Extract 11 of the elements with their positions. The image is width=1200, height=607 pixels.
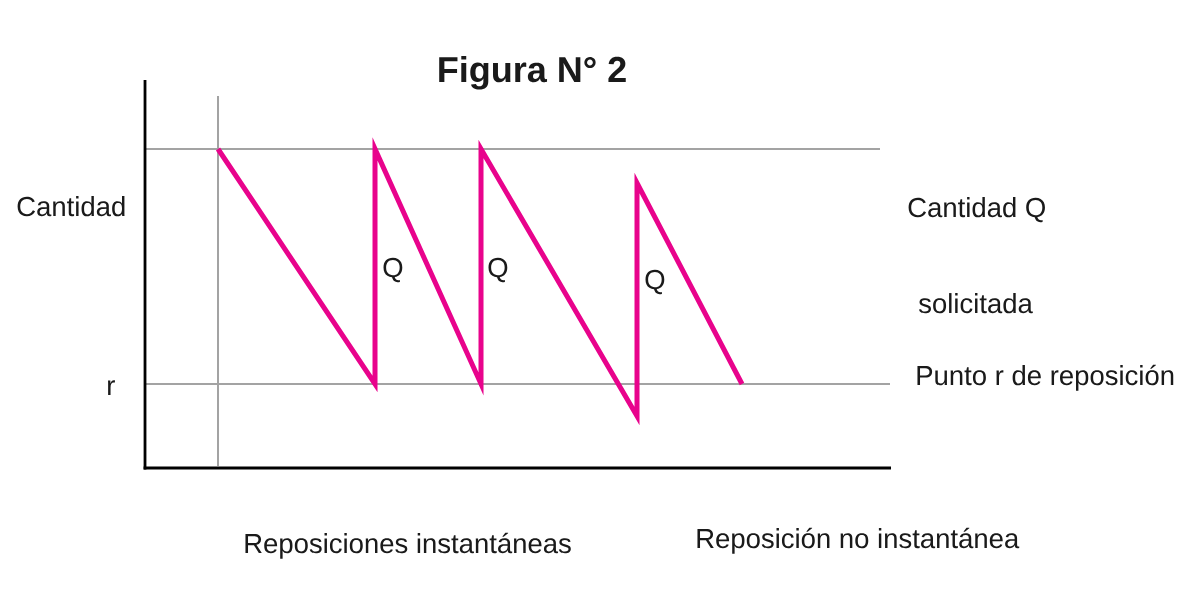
axis-label: Cantidad — [17, 196, 125, 217]
quantity-label: Q — [383, 257, 403, 283]
quantity-label: Q — [488, 257, 508, 283]
annotation-text: Punto r de reposición — [917, 364, 1174, 391]
figure-title: Figura N° 2 — [439, 55, 626, 90]
quantity-label: Q — [645, 269, 665, 295]
level-label: r — [108, 380, 115, 395]
caption-text: Reposiciones instantáneas — [245, 532, 571, 559]
annotation-text: solicitada — [918, 293, 1033, 314]
annotation-text: Cantidad Q — [908, 197, 1045, 223]
caption-text: Reposición no instantánea — [697, 527, 1020, 554]
